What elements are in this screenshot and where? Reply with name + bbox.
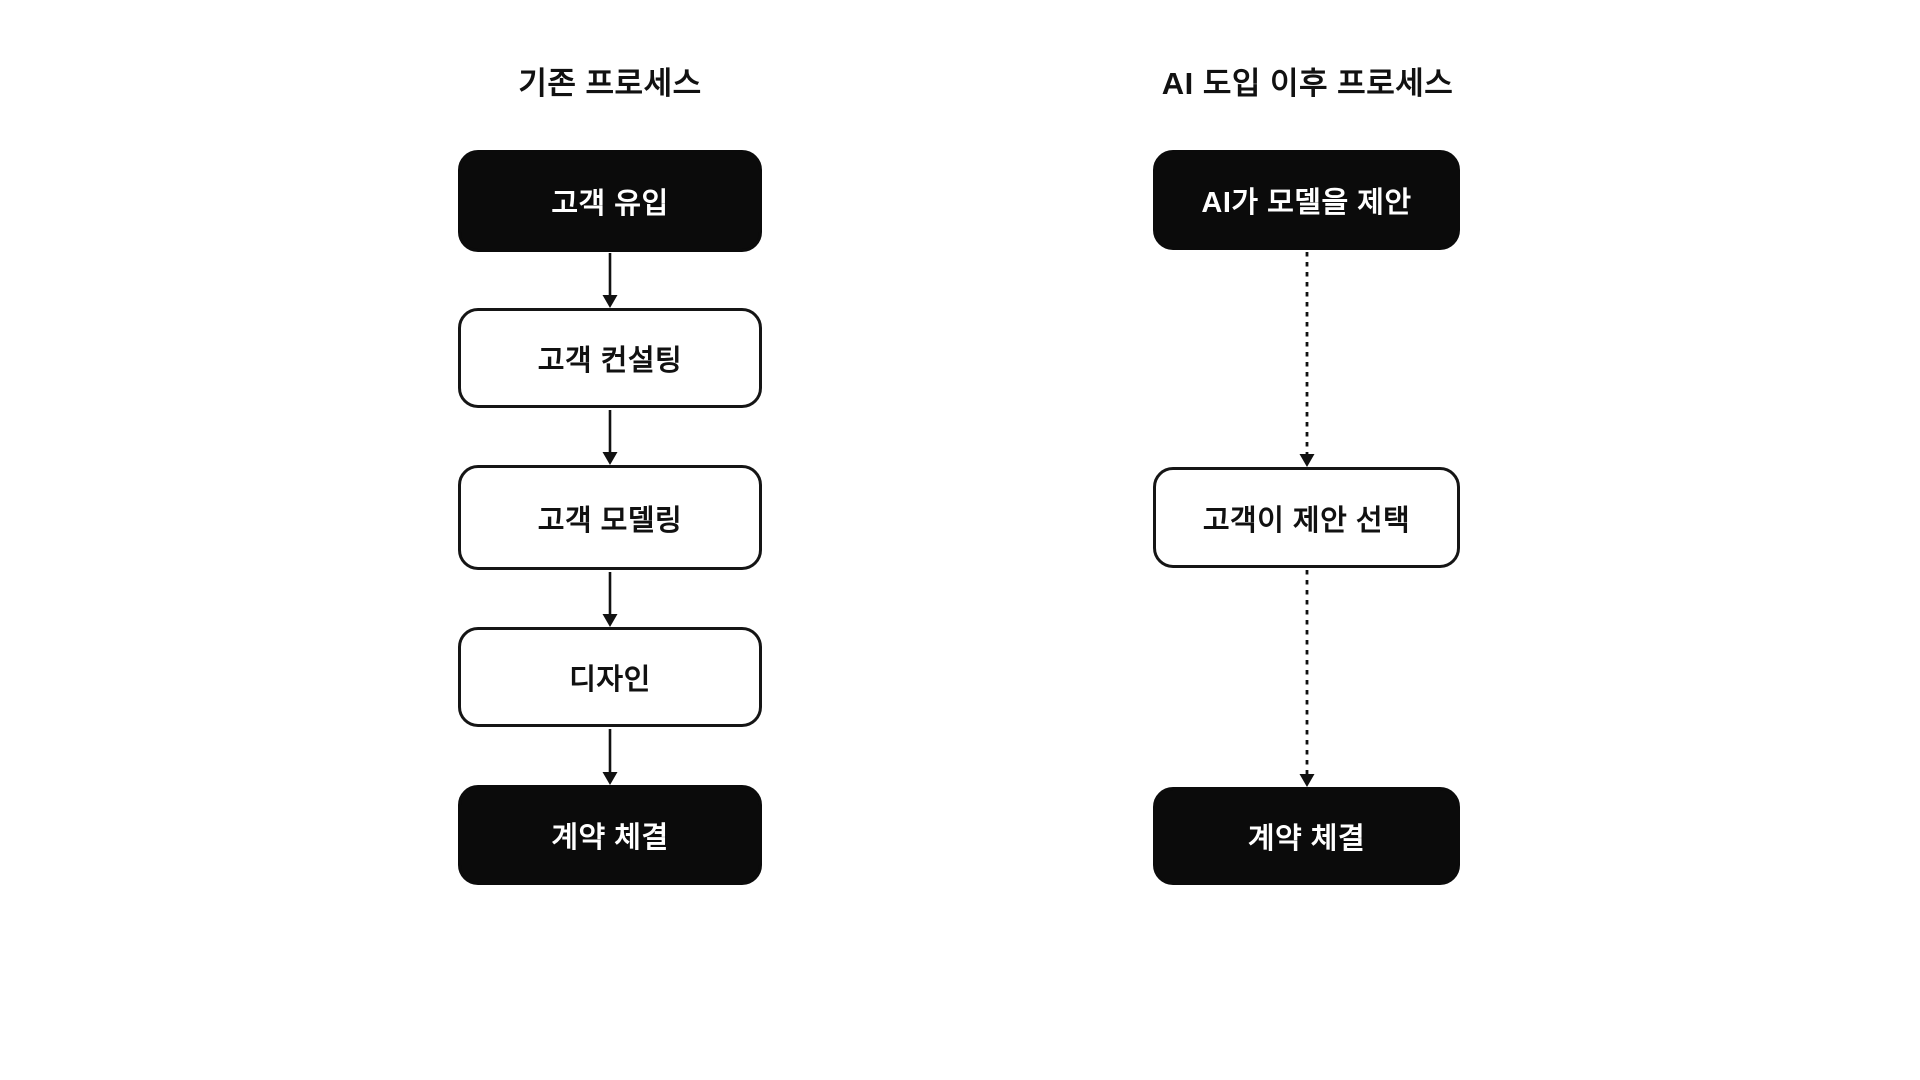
right-column-title: AI 도입 이후 프로세스 <box>1161 66 1454 101</box>
flow-node: 계약 체결 <box>1153 787 1460 885</box>
flow-node-label: 디자인 <box>569 664 651 696</box>
left-column-title: 기존 프로세스 <box>518 66 702 101</box>
solid-arrow <box>602 729 618 785</box>
flow-node-label: 고객 유입 <box>551 188 669 220</box>
dashed-arrow <box>1299 570 1315 787</box>
flow-node-label: 고객이 제안 선택 <box>1202 504 1411 537</box>
flow-node: AI가 모델을 제안 <box>1153 150 1460 250</box>
dashed-arrow <box>1299 252 1315 467</box>
flow-node: 고객 컨설팅 <box>458 308 762 408</box>
flow-node-label: 계약 체결 <box>1247 823 1366 855</box>
flow-node: 고객이 제안 선택 <box>1153 467 1460 568</box>
flow-node-label: 계약 체결 <box>551 822 669 854</box>
solid-arrow <box>602 410 618 465</box>
flow-node-label: 고객 모델링 <box>537 504 683 537</box>
flow-node: 고객 모델링 <box>458 465 762 570</box>
flow-node: 디자인 <box>458 627 762 727</box>
solid-arrow <box>602 572 618 627</box>
flow-node-label: 고객 컨설팅 <box>537 345 683 377</box>
flow-node: 고객 유입 <box>458 150 762 252</box>
flow-node: 계약 체결 <box>458 785 762 885</box>
flow-node-label: AI가 모델을 제안 <box>1201 187 1412 219</box>
solid-arrow <box>602 253 618 308</box>
